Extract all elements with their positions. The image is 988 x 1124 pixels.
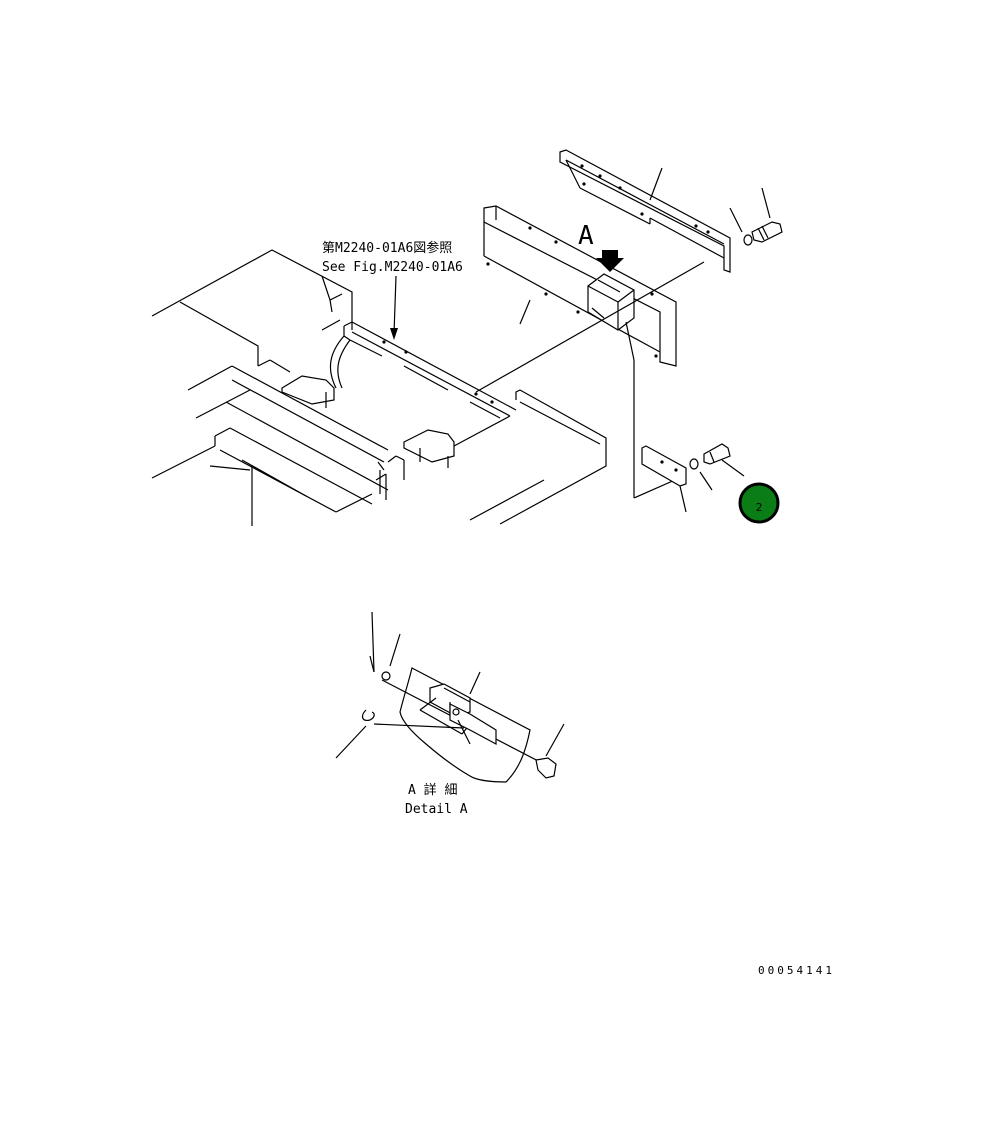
part-callout-badge[interactable]: 2	[738, 482, 780, 524]
drawing-number: 00054141	[758, 964, 835, 977]
detail-label-en: Detail A	[405, 802, 468, 817]
mid-bracket	[483, 205, 677, 367]
detail-label-jp: A 詳 細	[408, 782, 457, 798]
plate-bracket	[641, 443, 745, 513]
frame-assembly	[151, 249, 607, 526]
view-letter: A	[578, 221, 594, 251]
top-bolt	[729, 187, 783, 246]
reference-note-en: See Fig.M2240-01A6	[322, 260, 463, 275]
detail-a	[335, 611, 565, 783]
top-bracket	[559, 149, 731, 273]
reference-leader	[390, 275, 398, 340]
view-arrow	[596, 250, 624, 272]
part-callout-number: 2	[756, 501, 763, 514]
reference-note-jp: 第M2240-01A6図参照	[322, 240, 452, 256]
